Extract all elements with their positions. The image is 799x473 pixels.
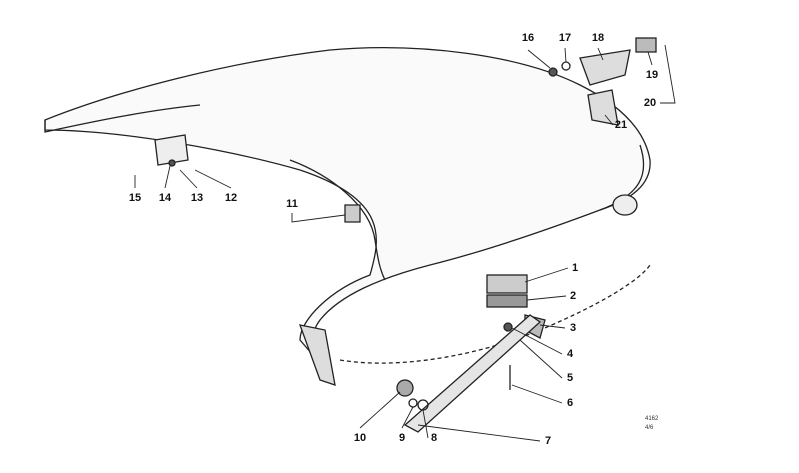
callout-4: 4 [566, 348, 574, 360]
callout-21: 21 [614, 119, 628, 131]
drawing-code-line2: 4/6 [645, 425, 654, 431]
part-14-screw [168, 159, 176, 167]
leader-lines [134, 44, 676, 442]
hardtop-front-edge [44, 104, 201, 133]
callout-1: 1 [571, 262, 579, 274]
callout-7: 7 [544, 435, 552, 447]
part-5-strut [403, 314, 542, 433]
part-2-plate [486, 294, 528, 308]
side-trim [298, 324, 336, 386]
rear-bumper [612, 194, 638, 216]
callout-11: 11 [286, 198, 298, 210]
callout-17: 17 [558, 32, 572, 44]
part-4-nut [503, 322, 513, 332]
callout-13: 13 [190, 192, 204, 204]
callout-15: 15 [128, 192, 142, 204]
callout-12: 12 [224, 192, 238, 204]
part-17-washer [561, 61, 571, 71]
callout-19: 19 [645, 69, 659, 81]
part-11-clip [344, 204, 361, 223]
callout-2: 2 [569, 290, 577, 302]
callout-10: 10 [353, 432, 367, 444]
part-9-washer [408, 398, 418, 408]
callout-3: 3 [569, 322, 577, 334]
part-16-screw [548, 67, 558, 77]
part-18-lock-bracket [579, 49, 631, 86]
part-10-bushing [396, 379, 414, 397]
rear-curve [599, 144, 645, 211]
callout-9: 9 [398, 432, 406, 444]
hardtop-shell [44, 47, 651, 376]
callout-6: 6 [566, 397, 574, 409]
callout-18: 18 [591, 32, 605, 44]
callout-8: 8 [430, 432, 438, 444]
callout-14: 14 [158, 192, 172, 204]
callout-16: 16 [521, 32, 535, 44]
drawing-code-line1: 4162 [645, 416, 659, 422]
part-21-catch [587, 89, 619, 126]
callout-20: 20 [643, 97, 657, 109]
part-1-pad [486, 274, 528, 294]
part-15-plate [154, 134, 189, 166]
callout-5: 5 [566, 372, 574, 384]
rear-window-edge [289, 159, 386, 281]
drawing-code: 4162 4/6 [645, 415, 658, 433]
part-19-lock-cylinder [635, 37, 657, 53]
